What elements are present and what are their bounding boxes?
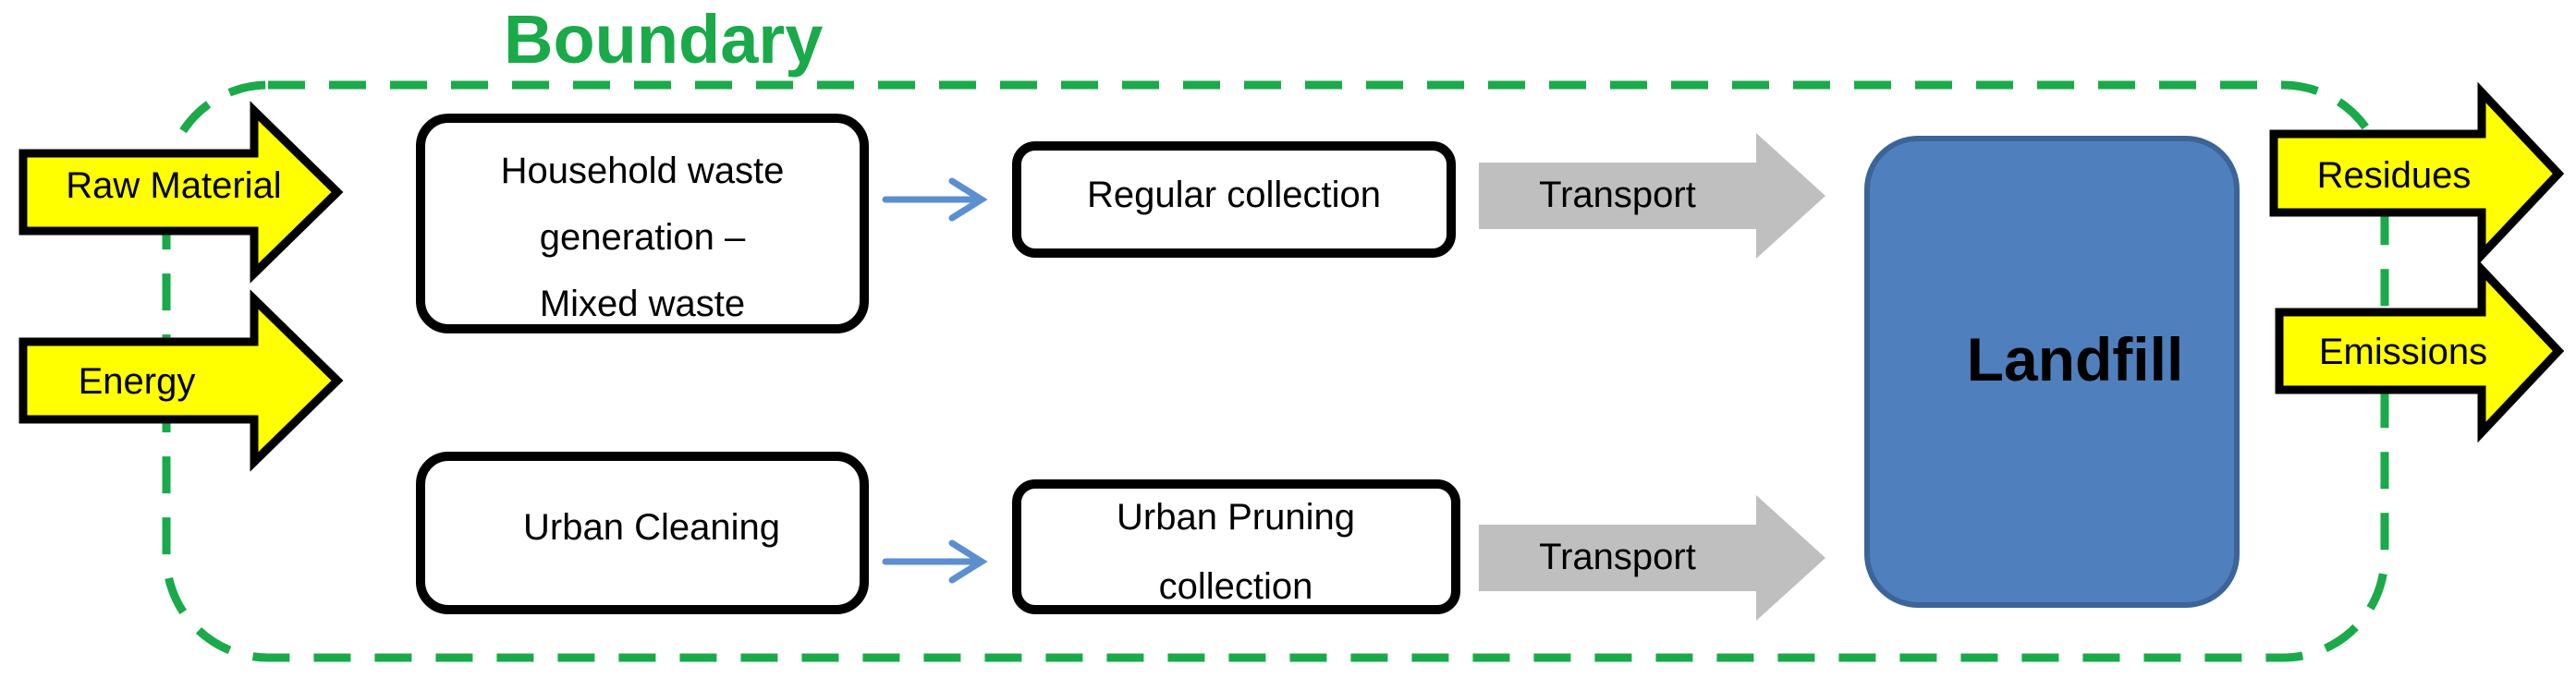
flow-arrow-top bbox=[882, 177, 988, 222]
flow-arrow-bottom bbox=[882, 539, 988, 584]
boundary-title: Boundary bbox=[504, 1, 823, 78]
raw-material-arrow bbox=[18, 101, 344, 284]
energy-arrow bbox=[18, 289, 344, 472]
urban-cleaning-label: Urban Cleaning bbox=[523, 507, 780, 548]
emissions-arrow bbox=[2275, 259, 2565, 443]
landfill-box bbox=[1864, 136, 2240, 608]
transport-arrow-bottom bbox=[1479, 495, 1825, 621]
transport-label-bottom: Transport bbox=[1539, 537, 1696, 577]
regular-collection-label: Regular collection bbox=[1087, 175, 1381, 215]
landfill-label: Landfill bbox=[1967, 325, 2184, 393]
urban-pruning-line-1: Urban Pruning bbox=[1117, 497, 1355, 538]
urban-cleaning-box bbox=[416, 452, 869, 614]
household-waste-line-3: Mixed waste bbox=[540, 284, 745, 324]
household-waste-line-2: generation – bbox=[540, 217, 746, 258]
raw-material-label: Raw Material bbox=[66, 165, 281, 206]
transport-arrow-top bbox=[1479, 133, 1825, 259]
urban-pruning-line-2: collection bbox=[1159, 566, 1313, 607]
regular-collection-box bbox=[1012, 141, 1456, 258]
residues-label: Residues bbox=[2317, 155, 2472, 196]
emissions-label: Emissions bbox=[2319, 332, 2487, 372]
household-waste-box bbox=[416, 114, 869, 333]
boundary-dashed-outline bbox=[162, 80, 2389, 662]
energy-label: Energy bbox=[79, 361, 196, 402]
household-waste-line-1: Household waste bbox=[501, 151, 785, 191]
residues-arrow bbox=[2269, 81, 2565, 266]
urban-pruning-box bbox=[1012, 479, 1460, 614]
transport-label-top: Transport bbox=[1539, 175, 1696, 215]
